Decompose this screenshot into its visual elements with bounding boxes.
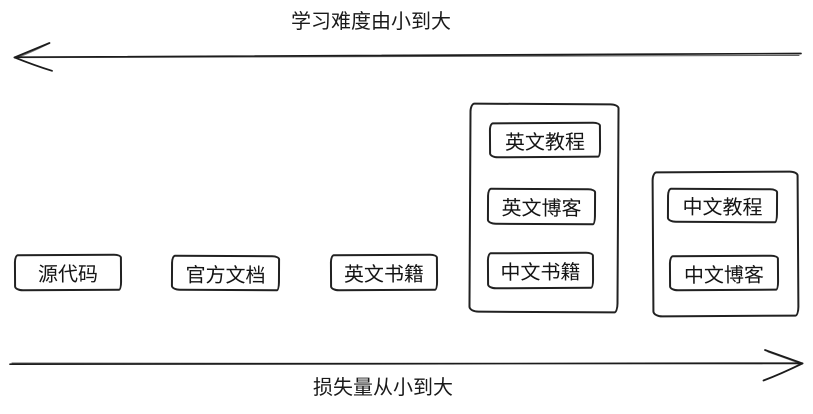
box-english-tutorials-label: 英文教程: [504, 131, 586, 154]
box-official-docs: 官方文档: [170, 254, 281, 292]
box-chinese-blogs: 中文博客: [668, 254, 780, 292]
top-arrow-left-icon: [13, 42, 802, 72]
box-english-tutorials: 英文教程: [488, 121, 602, 159]
bottom-arrow-right-icon: [9, 349, 804, 382]
box-official-docs-label: 官方文档: [185, 264, 266, 287]
box-source-code: 源代码: [13, 253, 123, 292]
box-chinese-tutorials-label: 中文教程: [682, 196, 763, 220]
top-axis-label: 学习难度由小到大: [291, 11, 451, 33]
box-chinese-books: 中文书籍: [486, 251, 595, 290]
box-english-books: 英文书籍: [329, 253, 439, 292]
box-chinese-books-label: 中文书籍: [500, 261, 581, 285]
box-chinese-blogs-label: 中文博客: [683, 264, 765, 287]
box-english-books-label: 英文书籍: [343, 263, 425, 287]
bottom-axis-label: 损失量从小到大: [313, 377, 453, 399]
box-source-code-label: 源代码: [37, 263, 99, 287]
box-chinese-tutorials: 中文教程: [666, 187, 779, 224]
box-english-blogs-label: 英文博客: [501, 197, 582, 221]
box-english-blogs: 英文博客: [486, 187, 597, 226]
